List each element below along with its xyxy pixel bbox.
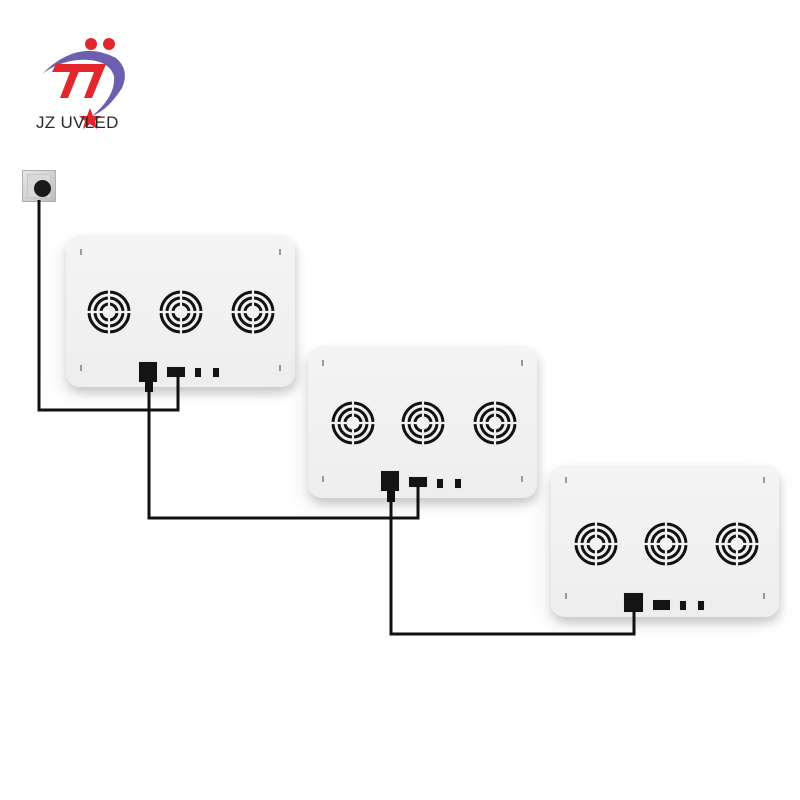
screw	[763, 593, 765, 599]
screw	[279, 365, 281, 371]
plug-connector	[145, 380, 153, 392]
screw	[521, 476, 523, 482]
switch-port	[194, 367, 202, 378]
screw	[279, 249, 281, 255]
switch-port	[436, 478, 444, 489]
cable-outlet-to-panel-1	[37, 200, 180, 412]
plug-icon	[34, 180, 51, 197]
fan-grill-icon	[400, 400, 446, 446]
screw	[521, 360, 523, 366]
screw	[565, 477, 567, 483]
fan-grill-icon	[472, 400, 518, 446]
switch-port	[697, 600, 705, 611]
brand-name: JZ UVLED	[36, 113, 119, 132]
fan-grill-icon	[643, 521, 689, 567]
screw	[565, 593, 567, 599]
screw	[80, 365, 82, 371]
fan-grill-icon	[714, 521, 760, 567]
fan-grill-icon	[330, 400, 376, 446]
plug-connector	[387, 490, 395, 502]
switch-port	[454, 478, 462, 489]
cable-panel-2-to-panel-3	[389, 492, 636, 636]
led-panel-1	[66, 235, 295, 387]
screw	[322, 360, 324, 366]
cable-panel-1-to-panel-2	[147, 383, 420, 520]
switch-port	[679, 600, 687, 611]
fan-grill-icon	[86, 289, 132, 335]
fan-grill-icon	[158, 289, 204, 335]
screw	[322, 476, 324, 482]
power-out-port	[166, 366, 186, 378]
power-out-port	[652, 599, 671, 611]
led-panel-2	[308, 346, 537, 498]
fan-grill-icon	[230, 289, 276, 335]
screw	[763, 477, 765, 483]
switch-port	[212, 367, 220, 378]
screw	[80, 249, 82, 255]
brand-logo-icon	[42, 38, 125, 129]
led-panel-3	[551, 465, 779, 617]
fan-grill-icon	[573, 521, 619, 567]
socket-faceplate	[27, 174, 51, 198]
